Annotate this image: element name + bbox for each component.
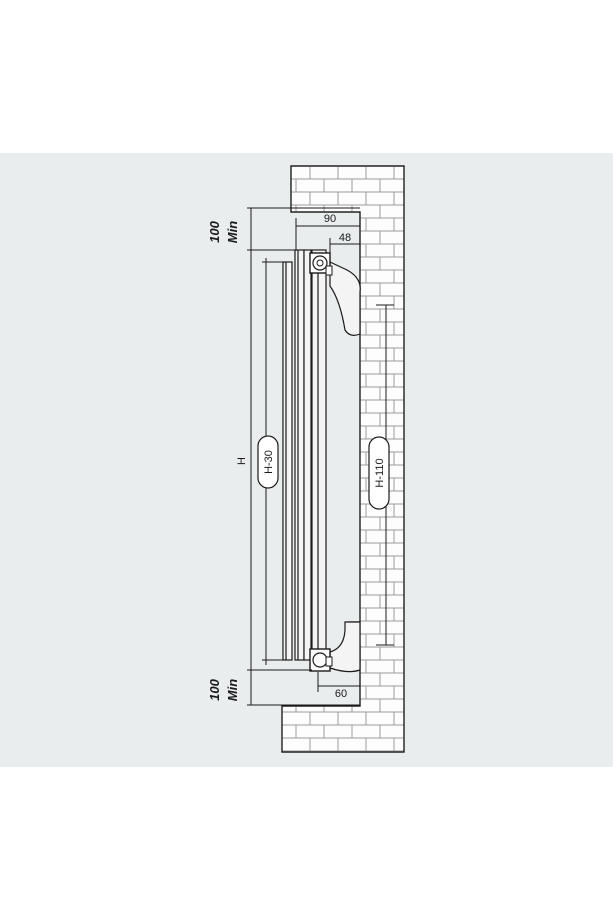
height-minus-110-label: H-110 (374, 458, 386, 487)
top-pipe-connection (309, 252, 333, 276)
top-wall-bracket (329, 261, 361, 336)
bottom-pipe-connection (309, 648, 333, 672)
bottom-clearance-label: 100 Min (207, 678, 240, 701)
depth-bracket-label: 48 (339, 232, 351, 244)
bottom-clearance-value: 100 (207, 678, 222, 700)
h-minus-30-capsule (257, 435, 279, 489)
bottom-clearance-unit: Min (225, 679, 240, 701)
top-clearance-unit: Min (225, 221, 240, 243)
height-minus-30-label: H-30 (263, 450, 275, 474)
depth-bottom-label: 60 (335, 688, 347, 700)
bottom-wall-bracket (329, 621, 361, 673)
top-clearance-label: 100 Min (207, 220, 240, 243)
top-clearance-value: 100 (207, 220, 222, 242)
depth-total-label: 90 (324, 213, 336, 225)
h-minus-110-capsule (368, 436, 390, 510)
height-label: H (236, 457, 248, 465)
radiator-profile (282, 249, 327, 671)
